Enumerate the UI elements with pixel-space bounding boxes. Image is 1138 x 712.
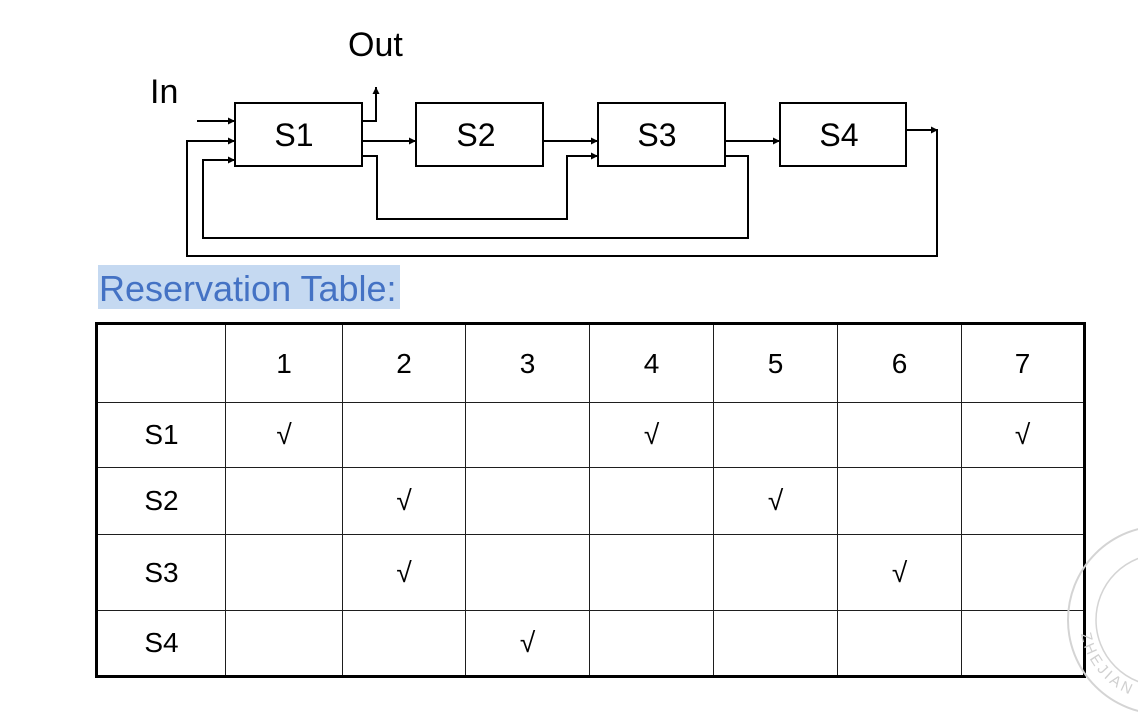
university-seal-watermark: ZHEJIAN	[1067, 528, 1138, 712]
reservation-cell	[590, 535, 714, 611]
column-header: 7	[962, 325, 1083, 403]
reservation-cell	[590, 468, 714, 535]
reservation-cell: √	[466, 611, 590, 675]
output-arrow	[362, 87, 380, 122]
stage-label: S3	[637, 117, 676, 153]
column-header: 5	[714, 325, 838, 403]
row-label: S2	[98, 468, 226, 535]
reservation-cell	[714, 535, 838, 611]
column-header: 4	[590, 325, 714, 403]
seal-inner-ring	[1095, 557, 1138, 683]
reservation-cell: √	[838, 535, 962, 611]
reservation-cell: √	[962, 403, 1083, 468]
reservation-cell	[343, 611, 466, 675]
reservation-cell	[226, 535, 343, 611]
reservation-cell	[466, 403, 590, 468]
reservation-cell	[226, 611, 343, 675]
reservation-cell	[590, 611, 714, 675]
reservation-cell: √	[343, 535, 466, 611]
stage-label: S2	[456, 117, 495, 153]
stage-label: S4	[819, 117, 858, 153]
reservation-cell	[714, 611, 838, 675]
pipeline-diagram: Out In S1 S2 S3 S4	[150, 26, 938, 257]
column-header: 1	[226, 325, 343, 403]
stage-s3: S3	[597, 102, 726, 167]
row-label: S3	[98, 535, 226, 611]
feedback-s3-to-s1	[202, 155, 749, 239]
reservation-cell	[226, 468, 343, 535]
row-label: S4	[98, 611, 226, 675]
reservation-cell	[714, 403, 838, 468]
reservation-cell: √	[714, 468, 838, 535]
column-header: 6	[838, 325, 962, 403]
stage-s1: S1	[234, 102, 363, 167]
reservation-table: 1 2 3 4 5 6 7 S1 √ √ √ S2 √ √ S3 √ √ S	[95, 322, 1086, 678]
reservation-table-title: Reservation Table:	[98, 265, 400, 309]
reservation-cell	[343, 403, 466, 468]
reservation-cell: √	[343, 468, 466, 535]
reservation-cell	[962, 468, 1083, 535]
corner-cell	[98, 325, 226, 403]
out-label: Out	[348, 26, 403, 64]
in-label: In	[150, 73, 178, 111]
reservation-cell	[838, 468, 962, 535]
reservation-cell: √	[590, 403, 714, 468]
stage-s2: S2	[415, 102, 544, 167]
reservation-cell	[466, 468, 590, 535]
reservation-cell	[838, 403, 962, 468]
reservation-cell	[962, 535, 1083, 611]
stage-label: S1	[274, 117, 313, 153]
reservation-cell	[838, 611, 962, 675]
feedback-s4-to-s1	[186, 130, 938, 257]
bypass-s1-to-s3	[362, 152, 598, 220]
seal-text-path: ZHEJIAN	[1077, 631, 1135, 699]
column-header: 3	[466, 325, 590, 403]
seal-outer-ring	[1067, 528, 1138, 712]
reservation-cell: √	[226, 403, 343, 468]
reservation-cell	[466, 535, 590, 611]
column-header: 2	[343, 325, 466, 403]
stage-s4: S4	[779, 102, 907, 167]
seal-text: ZHEJIAN	[1077, 631, 1138, 699]
row-label: S1	[98, 403, 226, 468]
